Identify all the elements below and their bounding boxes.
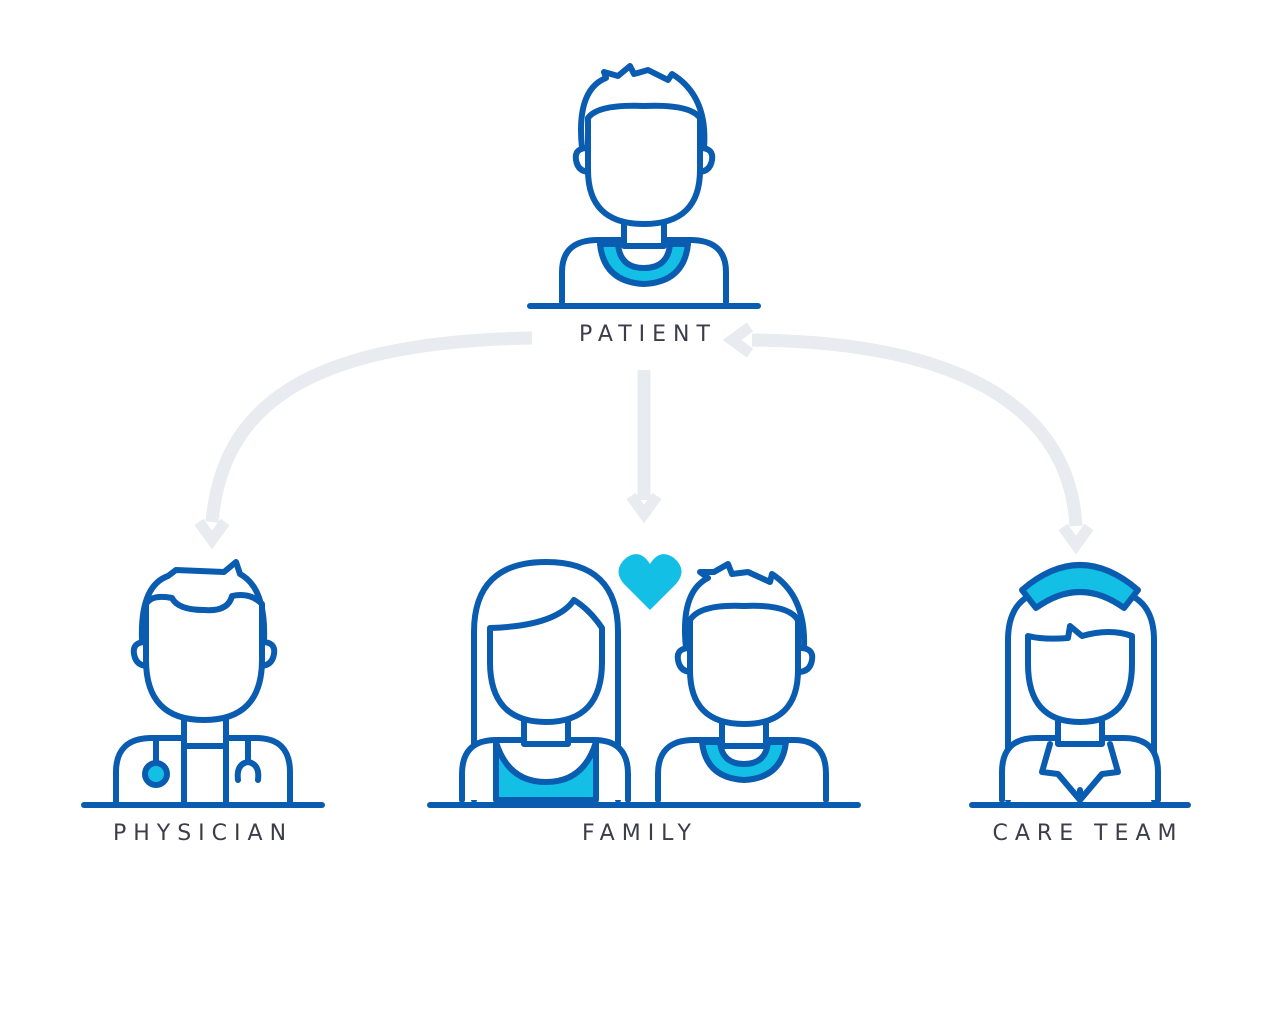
family-node: FAMILY bbox=[427, 554, 861, 846]
edge-patient-family-arrowhead bbox=[626, 492, 662, 524]
edge-patient-physician-arrowhead bbox=[194, 518, 230, 550]
patient-label: PATIENT bbox=[579, 322, 717, 347]
edge-patient-care-team-arrowhead-start bbox=[722, 322, 754, 358]
man-icon bbox=[655, 561, 829, 803]
physician-node: PHYSICIAN bbox=[81, 559, 325, 846]
patient-node: PATIENT bbox=[527, 63, 761, 347]
patient-icon bbox=[559, 63, 729, 305]
care-team-label: CARE TEAM bbox=[993, 821, 1184, 846]
arrows bbox=[194, 322, 1094, 555]
physician-label: PHYSICIAN bbox=[113, 821, 293, 846]
edge-patient-care-team bbox=[751, 333, 1083, 527]
heart-icon bbox=[618, 554, 682, 610]
nurse-icon bbox=[999, 562, 1161, 803]
woman-icon bbox=[459, 559, 631, 803]
family-label: FAMILY bbox=[582, 821, 698, 846]
edge-patient-physician bbox=[205, 331, 533, 523]
nurse-cap-icon bbox=[1019, 562, 1141, 611]
stethoscope-icon bbox=[142, 760, 170, 788]
physician-icon bbox=[113, 559, 293, 805]
edge-patient-care-team-arrowhead-end bbox=[1058, 523, 1094, 555]
care-team-node: CARE TEAM bbox=[969, 562, 1191, 846]
